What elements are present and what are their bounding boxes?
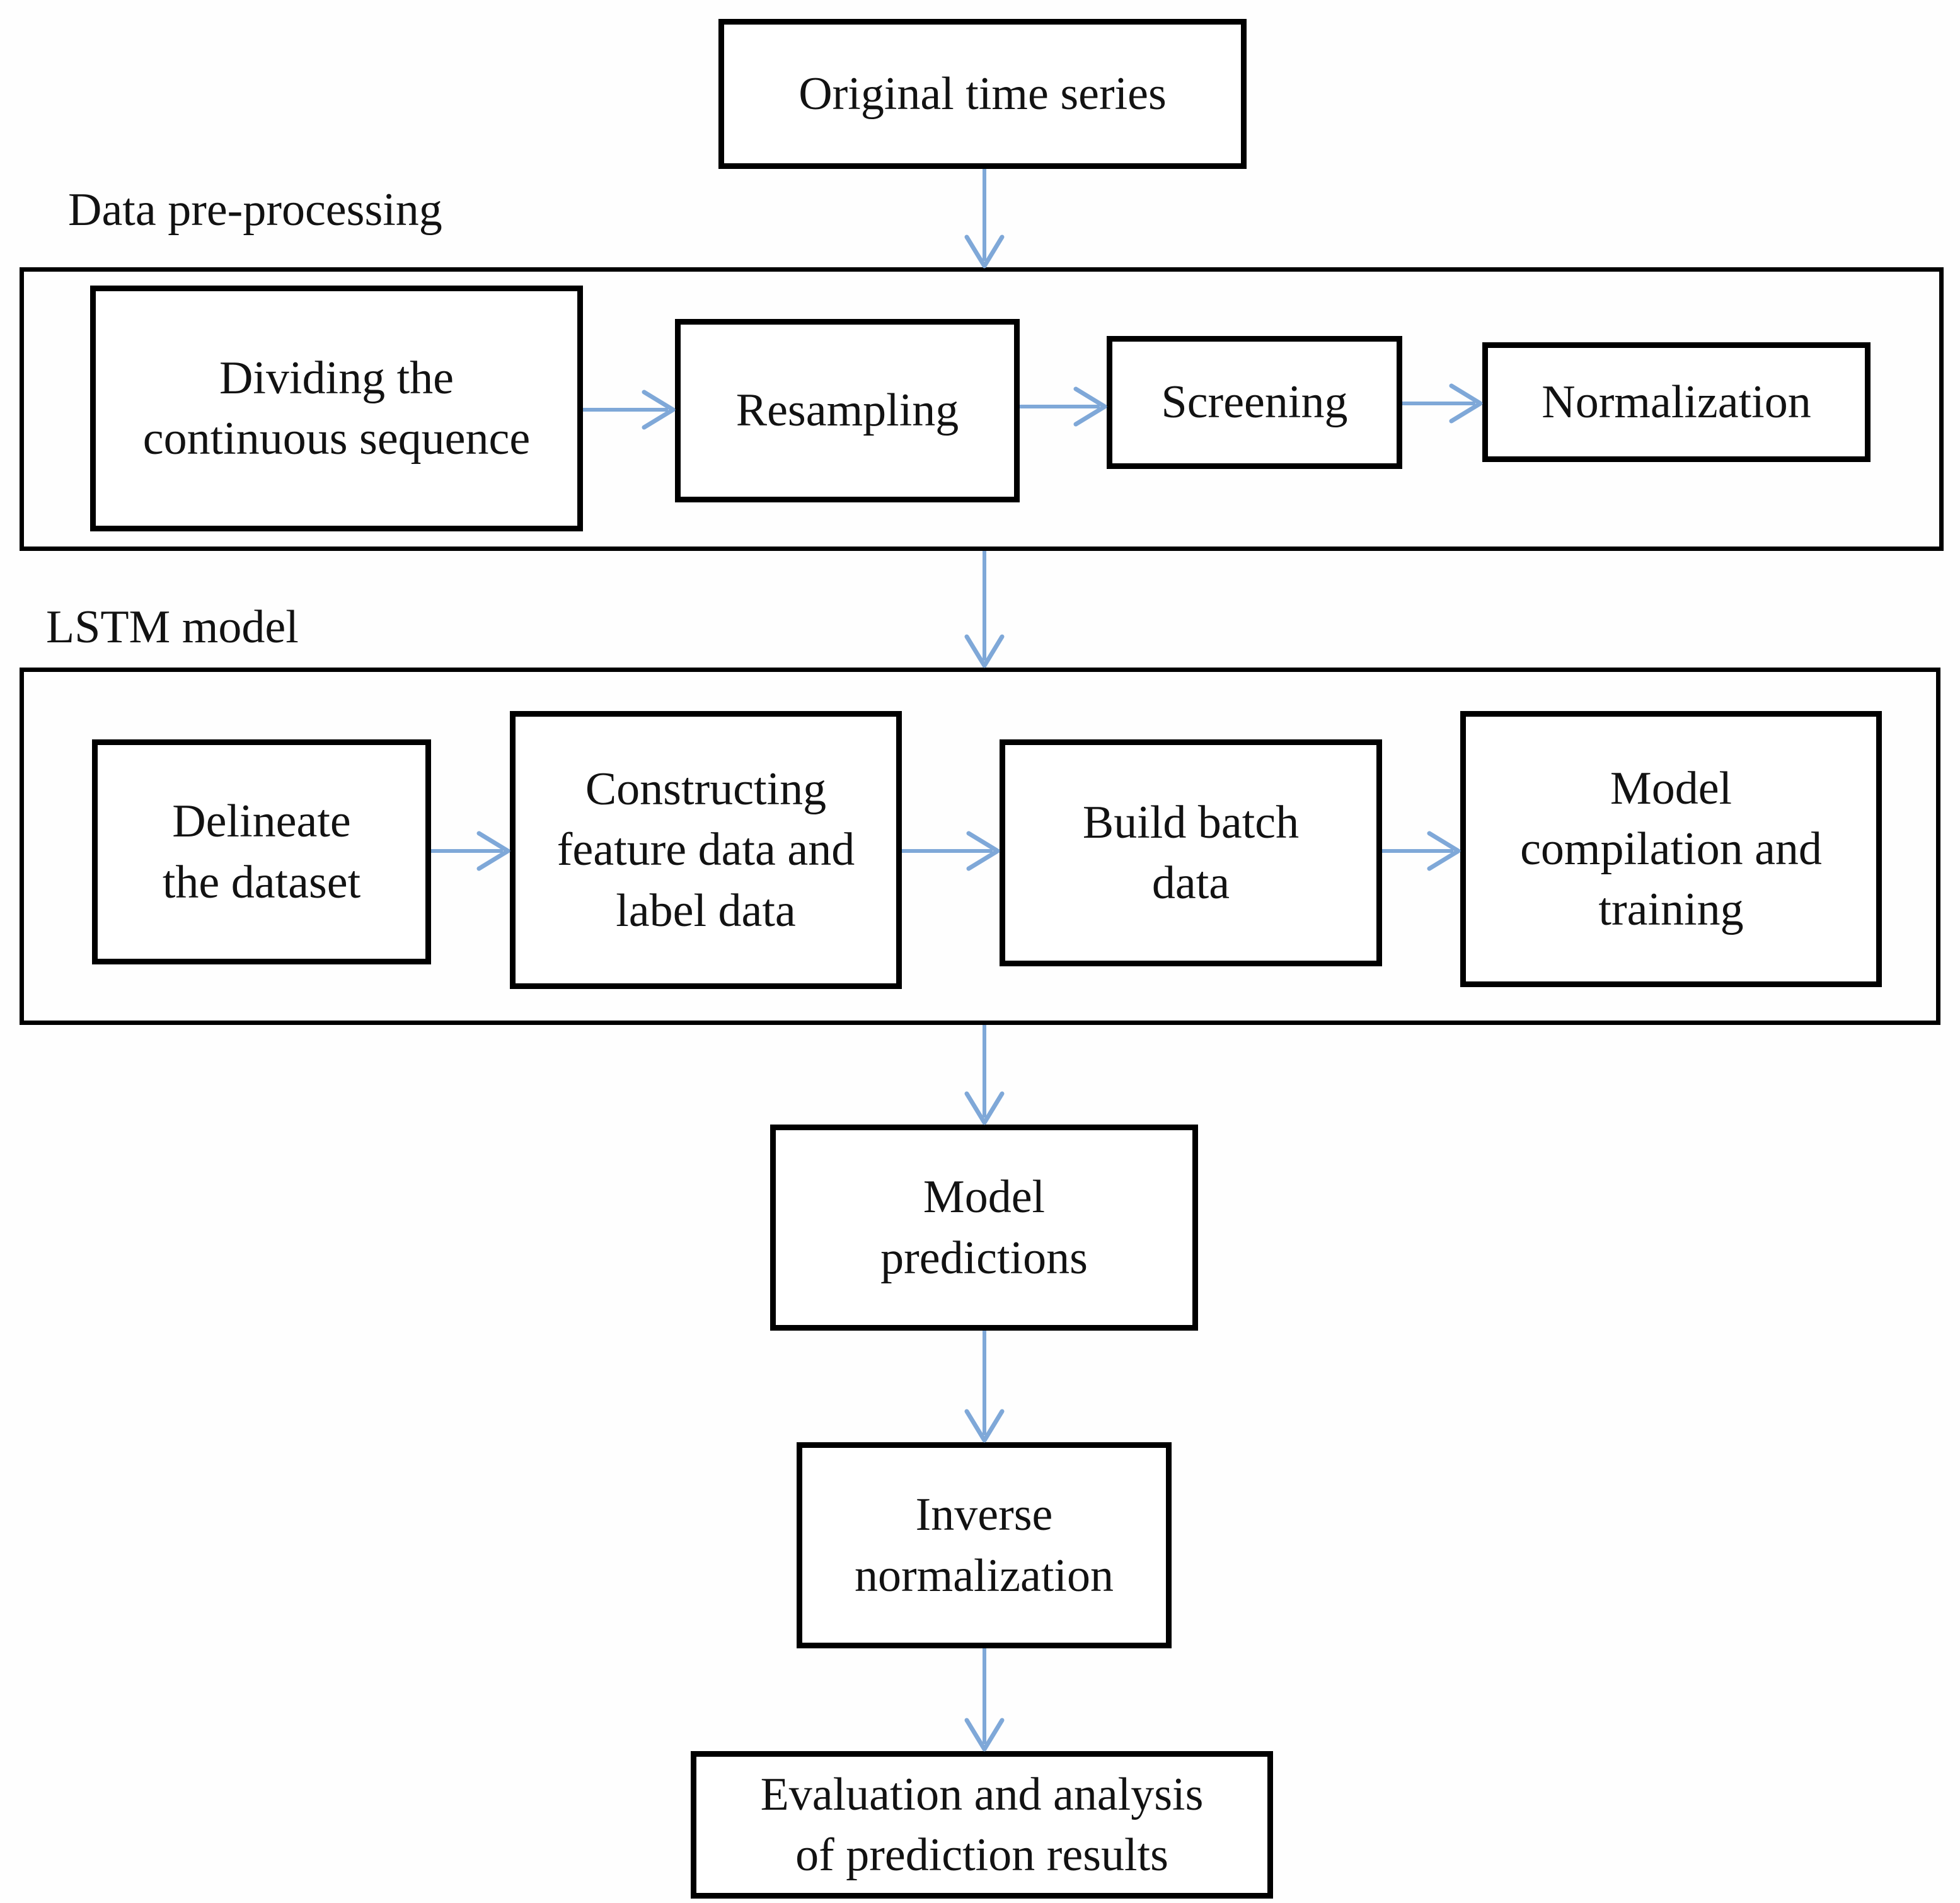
- node-label: Screening: [1161, 376, 1348, 429]
- node-label: Constructing feature data and label data: [556, 763, 855, 937]
- node-resampling: Resampling: [675, 319, 1020, 502]
- section-label-data-preprocessing: Data pre-processing: [68, 184, 442, 236]
- node-inverse-normalization: Inverse normalization: [797, 1442, 1172, 1648]
- group-data-preprocessing: [20, 267, 1944, 551]
- arrow-start-to-preprocessing: [964, 169, 1005, 269]
- node-label: Evaluation and analysis of prediction re…: [760, 1768, 1204, 1881]
- arrow-lstm-to-predictions: [964, 1025, 1005, 1125]
- node-label: Model predictions: [880, 1171, 1088, 1284]
- node-original-time-series: Original time series: [718, 19, 1247, 169]
- arrow-preprocessing-to-lstm: [964, 551, 1005, 668]
- node-evaluation-analysis: Evaluation and analysis of prediction re…: [691, 1751, 1273, 1899]
- node-label: Delineate the dataset: [162, 795, 361, 908]
- arrow-predictions-to-inverse: [964, 1331, 1005, 1443]
- node-constructing-feature-label-data: Constructing feature data and label data: [510, 711, 902, 989]
- node-label: Model compilation and training: [1520, 762, 1822, 936]
- node-model-compilation-training: Model compilation and training: [1460, 711, 1882, 987]
- node-label: Normalization: [1542, 376, 1811, 428]
- node-label: Resampling: [735, 385, 959, 437]
- node-delineate-dataset: Delineate the dataset: [92, 739, 431, 964]
- node-model-predictions: Model predictions: [770, 1125, 1198, 1331]
- node-label: Build batch data: [1082, 796, 1300, 909]
- node-screening: Screening: [1107, 336, 1402, 469]
- section-label-lstm-model: LSTM model: [46, 601, 299, 653]
- node-label: Original time series: [798, 67, 1167, 120]
- node-build-batch-data: Build batch data: [1000, 739, 1382, 966]
- arrow-inverse-to-evaluation: [964, 1648, 1005, 1752]
- node-label: Dividing the continuous sequence: [142, 352, 531, 465]
- node-dividing-continuous-sequence: Dividing the continuous sequence: [90, 286, 583, 531]
- node-normalization: Normalization: [1482, 342, 1871, 462]
- group-lstm-model: [20, 668, 1940, 1025]
- node-label: Inverse normalization: [855, 1489, 1114, 1602]
